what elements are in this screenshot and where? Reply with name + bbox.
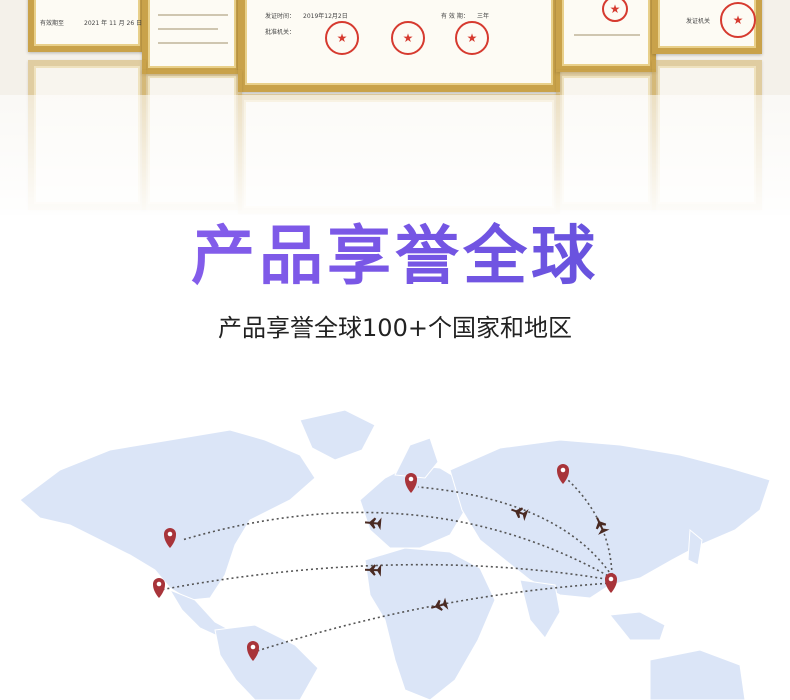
south-america xyxy=(214,624,319,700)
map-pin-icon xyxy=(605,573,617,593)
map-pin-icon xyxy=(247,641,259,661)
map-pin-icon xyxy=(405,473,417,493)
continents xyxy=(19,409,771,700)
seal-icon: ★ xyxy=(325,21,359,55)
certificate-issue-date: 2019年12月2日 xyxy=(303,13,348,20)
japan xyxy=(687,528,703,566)
certificate-authority-label: 批准机关： xyxy=(265,29,296,36)
africa xyxy=(364,547,496,700)
australia xyxy=(649,649,746,700)
certificate-right: 发证机关 ★ xyxy=(652,0,762,54)
airplane-icon xyxy=(364,564,382,577)
pins xyxy=(153,464,617,661)
certificate-center: 发证时间： 2019年12月2日 有 效 期： 三年 批准机关： ★ ★ ★ xyxy=(238,0,560,92)
scandinavia xyxy=(394,437,439,479)
certificate-right-authority-label: 发证机关 xyxy=(686,18,711,25)
airplane-icon xyxy=(364,517,382,531)
airplane-icon xyxy=(430,597,449,611)
india xyxy=(519,579,561,639)
route-to-south-america xyxy=(253,582,613,653)
planes xyxy=(364,507,610,611)
north-america xyxy=(19,429,316,601)
route-to-europe xyxy=(417,486,613,577)
certificate-validity-value: 三年 xyxy=(477,13,490,20)
seal-icon: ★ xyxy=(602,0,628,22)
airplane-icon xyxy=(595,517,610,535)
certificate-right-middle: ★ xyxy=(556,0,656,72)
certificate-left-date: 2021 年 11 月 26 日 xyxy=(84,20,143,27)
flight-routes xyxy=(159,479,613,653)
certificate-wall: 有效期至 2021 年 11 月 26 日 发证时间： 2019年12月2日 有… xyxy=(0,0,790,215)
certificate-validity-label: 有 效 期： xyxy=(441,13,469,20)
route-to-russia xyxy=(567,479,613,576)
map-pin-icon xyxy=(153,578,165,598)
certificate-issue-date-label: 发证时间： xyxy=(265,13,296,20)
greenland xyxy=(299,409,376,461)
map-pin-icon xyxy=(557,464,569,484)
asia xyxy=(449,439,771,599)
map-pin-icon xyxy=(164,528,176,548)
airplane-icon xyxy=(511,507,529,522)
seal-icon: ★ xyxy=(720,2,756,38)
seal-icon: ★ xyxy=(391,21,425,55)
southeast-asia xyxy=(609,611,666,641)
seal-icon: ★ xyxy=(455,21,489,55)
page-heading: 产品享誉全球 xyxy=(0,212,790,302)
world-map xyxy=(19,409,771,700)
certificate-left-validity-label: 有效期至 xyxy=(40,20,65,27)
certificate-left: 有效期至 2021 年 11 月 26 日 xyxy=(28,0,146,52)
page-subheading: 产品享誉全球100+个国家和地区 xyxy=(218,314,572,342)
certificate-left-middle xyxy=(142,0,242,74)
